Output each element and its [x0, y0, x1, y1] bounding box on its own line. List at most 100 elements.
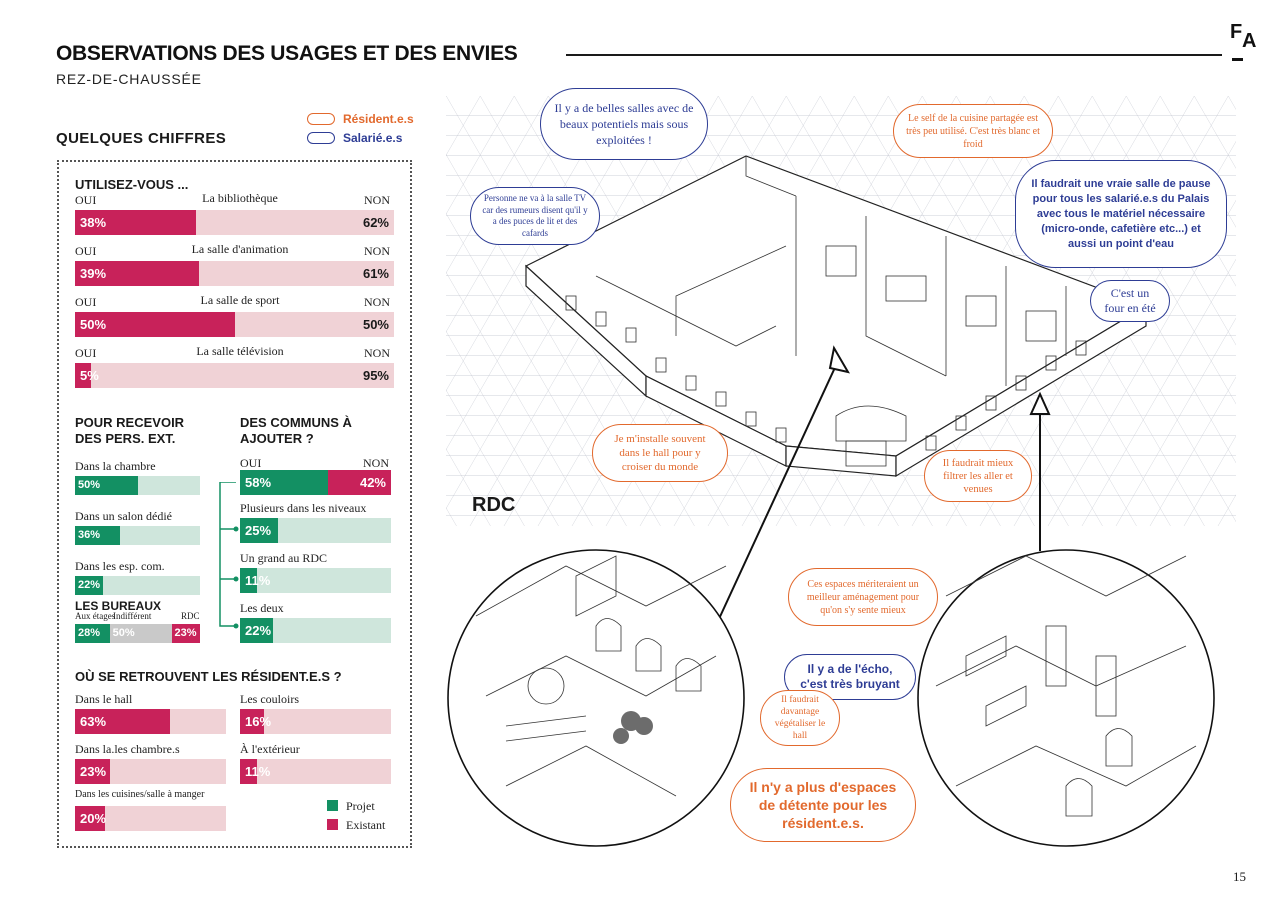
legend-resident: Résident.e.s [307, 112, 414, 126]
recevoir-title-line1: POUR RECEVOIR [75, 415, 185, 430]
recevoir-value: 50% [78, 479, 101, 491]
bureaux-segment: 23% [171, 624, 200, 643]
quote-resident-detente: Il n'y a plus d'espaces de détente pour … [730, 768, 916, 842]
title-rule [566, 54, 1222, 56]
recevoir-bar: 36% [75, 526, 200, 545]
usage-non-value: 61% [362, 266, 389, 281]
logo-letter-f: F [1230, 21, 1243, 43]
quote-resident-self: Le self de la cuisine partagée est très … [893, 104, 1053, 158]
retrouvent-bar: 11% [240, 759, 391, 784]
non-label: NON [364, 244, 390, 258]
legend-projet-label: Projet [346, 799, 375, 813]
bureaux-segment: 50% [109, 624, 172, 643]
retrouvent-bar: 20% [75, 806, 226, 831]
legend-existant: Existant [327, 818, 385, 833]
communs-non-value: 42% [359, 475, 386, 490]
communs-option-value: 22% [245, 623, 272, 638]
communs-non-label: NON [363, 456, 389, 470]
quote-resident-vegetaliser: Il faudrait davantage végétaliser le hal… [760, 690, 840, 746]
recevoir-bar-fill [75, 526, 120, 545]
legend-existant-swatch [327, 819, 338, 830]
speech-bubble-icon [307, 132, 335, 144]
page-title: OBSERVATIONS DES USAGES ET DES ENVIES [56, 42, 518, 65]
usage-label: La salle d'animation [191, 242, 289, 256]
floor-plan-illustration [446, 96, 1236, 847]
retrouvent-label: Dans la.les chambre.s [75, 742, 180, 756]
legend-existant-label: Existant [346, 818, 386, 832]
usage-bar: 39% 61% [75, 261, 394, 286]
communs-option-bar: 25% [240, 518, 391, 543]
retrouvent-bar-fill [75, 759, 110, 784]
usage-bar: 5%95% [75, 363, 394, 388]
legend-resident-label: Résident.e.s [343, 112, 414, 126]
non-label: NON [364, 295, 390, 309]
bureaux-value: 23% [174, 627, 197, 639]
retrouvent-bar: 23% [75, 759, 226, 784]
usage-non-value: 62% [362, 215, 389, 230]
quote-resident-filtrer: Il faudrait mieux filtrer les aller et v… [924, 450, 1032, 502]
retrouvent-bar: 63% [75, 709, 226, 734]
logo-letter-a: A [1242, 30, 1257, 52]
oui-label: OUI [75, 295, 97, 309]
retrouvent-value: 63% [80, 714, 107, 729]
usage-oui-value: 38% [80, 215, 107, 230]
quote-salarie-echo: Il y a de l'écho, c'est très bruyant [784, 654, 916, 700]
retrouvent-bar-fill [75, 806, 106, 831]
communs-bar: 58% 42% [240, 470, 391, 495]
usage-bar-oui [75, 312, 235, 337]
recevoir-label: Dans les esp. com. [75, 559, 165, 573]
usage-bar: 50% 50% [75, 312, 394, 337]
logo: F A [1230, 22, 1260, 66]
retrouvent-value: 23% [80, 764, 107, 779]
communs-option-value: 11% [245, 573, 271, 588]
communs-title-line2: AJOUTER ? [240, 431, 314, 446]
recevoir-title: POUR RECEVOIR DES PERS. EXT. [75, 415, 184, 447]
communs-option-bar-fill [240, 568, 257, 593]
retrouvent-title: OÙ SE RETROUVENT LES RÉSIDENT.E.S ? [75, 669, 342, 684]
retrouvent-value: 20% [80, 811, 107, 826]
non-label: NON [364, 346, 390, 360]
speech-bubble-icon [307, 113, 335, 125]
retrouvent-label: Les couloirs [240, 692, 299, 706]
usage-non-value: 50% [362, 317, 389, 332]
retrouvent-bar-fill [75, 709, 171, 734]
stats-section-title: QUELQUES CHIFFRES [56, 130, 227, 147]
usage-bar-oui [75, 363, 91, 388]
retrouvent-label: Dans les cuisines/salle à manger [75, 789, 205, 800]
usage-oui-value: 5% [80, 368, 99, 383]
communs-option-bar-fill [240, 618, 274, 643]
non-label: NON [364, 193, 390, 207]
bureaux-segment: 28% [75, 624, 110, 643]
recevoir-label: Dans un salon dédié [75, 509, 172, 523]
bureaux-value: 50% [112, 627, 135, 639]
usage-oui-value: 50% [80, 317, 107, 332]
recevoir-value: 36% [78, 529, 101, 541]
communs-option-bar: 22% [240, 618, 391, 643]
usage-label: La salle de sport [200, 293, 280, 307]
communs-oui-value: 58% [245, 475, 272, 490]
usage-bar-oui [75, 261, 200, 286]
communs-oui-label: OUI [240, 456, 262, 470]
communs-option-bar-fill [240, 518, 278, 543]
retrouvent-label: Dans le hall [75, 692, 133, 706]
bureaux-option-label: RDC [181, 611, 200, 621]
legend-projet: Projet [327, 799, 375, 814]
communs-option-label: Un grand au RDC [240, 551, 327, 565]
communs-option-value: 25% [245, 523, 272, 538]
retrouvent-value: 16% [245, 714, 272, 729]
utilisez-title: UTILISEZ-VOUS ... [75, 177, 189, 192]
quote-resident-amenagement: Ces espaces mériteraient un meilleur amé… [788, 568, 938, 626]
page-number: 15 [1233, 869, 1246, 884]
communs-bar-oui [240, 470, 328, 495]
retrouvent-value: 11% [245, 764, 271, 779]
recevoir-bar: 50% [75, 476, 200, 495]
legend-salarie: Salarié.e.s [307, 131, 402, 145]
recevoir-bar: 22% [75, 576, 200, 595]
usage-oui-value: 39% [80, 266, 107, 281]
bureaux-option-label: Aux étages [75, 611, 116, 621]
communs-title: DES COMMUNS À AJOUTER ? [240, 415, 352, 447]
usage-bar: 38% 62% [75, 210, 394, 235]
bureaux-option-label: Indifférent [113, 611, 152, 621]
retrouvent-bar-fill [240, 759, 257, 784]
recevoir-bar-fill [75, 476, 138, 495]
